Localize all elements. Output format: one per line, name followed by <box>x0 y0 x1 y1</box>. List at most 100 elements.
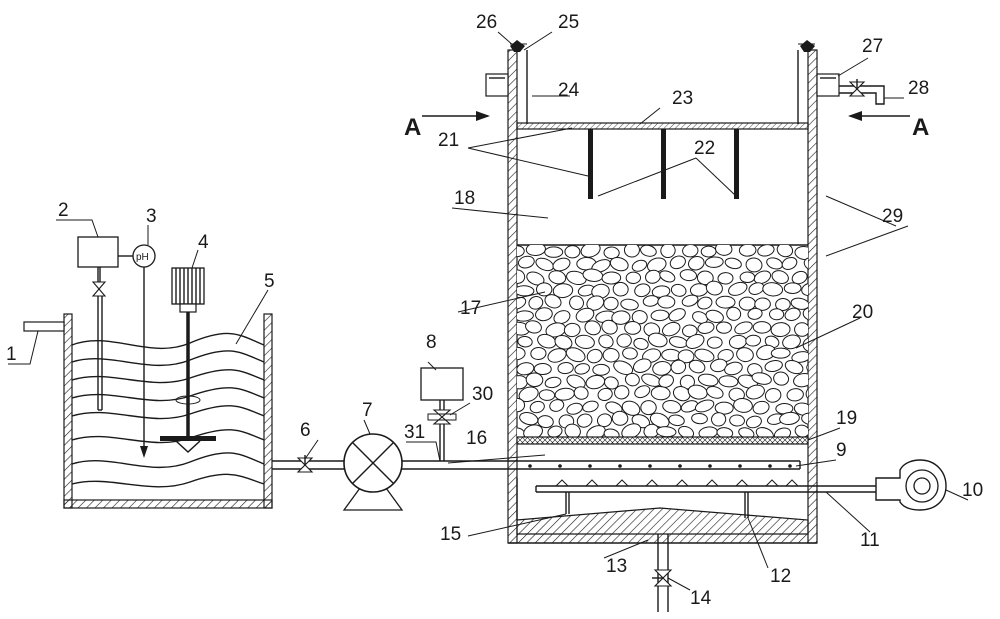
media-pebble <box>597 387 613 401</box>
media-pebble <box>668 336 688 348</box>
label-9: 9 <box>836 440 847 461</box>
media-pebble <box>757 245 775 257</box>
media-pebble <box>650 309 670 322</box>
media-pebble <box>517 346 526 361</box>
label-18: 18 <box>454 188 475 209</box>
reactor <box>485 40 885 544</box>
media-pebble <box>535 257 554 272</box>
media-pebble <box>518 386 539 403</box>
media-pebble <box>601 271 622 285</box>
media-pebble <box>781 256 798 270</box>
section-label-left: A <box>404 114 421 141</box>
media-pebble <box>526 271 545 286</box>
media-pebble <box>717 349 734 363</box>
label-14: 14 <box>690 588 712 609</box>
label-22: 22 <box>694 138 715 159</box>
section-marker-right: A <box>848 111 929 141</box>
blower-icon <box>875 459 947 511</box>
media-pebble <box>624 372 640 387</box>
media-pebble <box>544 246 564 258</box>
media-pebble <box>563 322 581 338</box>
media-pebble <box>718 375 739 388</box>
media-pebble <box>631 259 648 272</box>
section-marker-left: A <box>404 111 490 141</box>
label-28: 28 <box>908 78 929 99</box>
label-5: 5 <box>264 271 275 292</box>
label-27: 27 <box>862 36 883 57</box>
media-pebble <box>554 387 575 401</box>
media-pebble <box>660 245 676 259</box>
media-pebble <box>535 307 553 322</box>
media-pebble <box>657 295 676 309</box>
media-pebble <box>525 372 544 388</box>
media-pebble <box>621 423 642 437</box>
media-pebble <box>592 363 610 376</box>
media-pebble <box>728 281 748 296</box>
media-pebble <box>634 385 651 399</box>
media-pebble <box>715 321 732 334</box>
media-pebble <box>517 362 535 376</box>
media-pebble <box>670 283 687 297</box>
ph-meter: pH <box>118 244 156 458</box>
label-24: 24 <box>558 80 580 101</box>
media-pebble <box>517 335 533 348</box>
media-pebble <box>553 310 571 325</box>
inlet-pipe <box>23 321 65 332</box>
media-pebble <box>632 358 652 373</box>
media-pebble <box>623 245 640 258</box>
media-pebble <box>738 427 755 437</box>
tank-outlet-pipe <box>272 455 346 473</box>
media-pebble <box>755 427 774 437</box>
media-pebble <box>612 281 629 297</box>
media-pebble <box>662 321 681 337</box>
media-pebble <box>724 361 743 376</box>
media-pebble <box>528 296 544 310</box>
media-pebble <box>794 322 808 337</box>
media-pebble <box>566 374 586 389</box>
media-pebble <box>580 245 601 258</box>
media-pebble <box>613 360 634 376</box>
label-19: 19 <box>836 408 857 429</box>
label-10: 10 <box>962 480 983 501</box>
label-4: 4 <box>198 232 209 253</box>
label-8: 8 <box>426 332 437 353</box>
media-pebble <box>801 282 808 297</box>
media-pebble <box>782 334 801 350</box>
media-pebble <box>557 362 574 375</box>
media-pebble <box>656 426 677 437</box>
media-pebble <box>715 245 733 256</box>
dosing-device <box>77 236 119 411</box>
media-pebble <box>768 308 785 321</box>
media-pebble <box>752 400 770 415</box>
media-pebble <box>517 269 526 285</box>
media-pebble <box>517 285 535 297</box>
media-pebble <box>753 270 772 284</box>
chemical-dosing-unit <box>420 367 464 461</box>
label-30: 30 <box>472 384 493 405</box>
media-pebble <box>625 271 642 285</box>
media-pebble <box>586 348 603 364</box>
media-pebble <box>677 349 695 364</box>
label-25: 25 <box>558 12 579 33</box>
media-pebble <box>688 255 705 271</box>
media-pebble <box>745 415 762 429</box>
media-pebble <box>716 427 734 437</box>
media-pebble <box>745 384 765 400</box>
media-pebble <box>680 400 699 413</box>
media-pebble <box>604 376 619 390</box>
media-pebble <box>614 385 630 400</box>
label-29: 29 <box>882 206 903 227</box>
drain-pipe <box>652 534 673 612</box>
media-pebble <box>692 311 708 324</box>
label-16: 16 <box>466 428 487 449</box>
label-13: 13 <box>606 556 627 577</box>
media-pebble <box>754 297 771 311</box>
media-pebble <box>621 400 641 416</box>
media-pebble <box>805 386 808 401</box>
media-pebble <box>536 282 553 297</box>
media-pebble <box>691 412 708 425</box>
media-pebble <box>705 309 724 324</box>
media-pebble <box>609 256 629 272</box>
media-pebble <box>670 359 687 375</box>
